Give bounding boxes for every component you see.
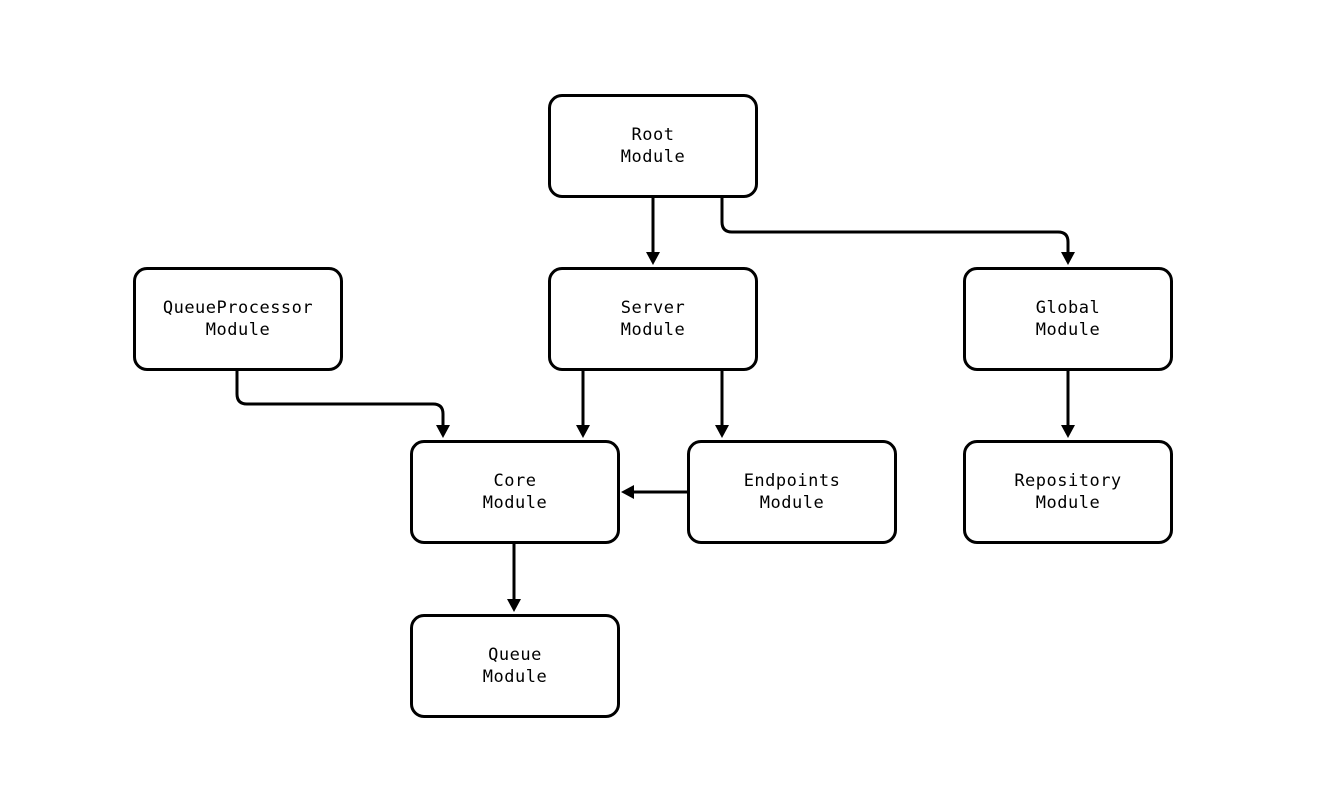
node-label-secondary: Module <box>620 320 686 340</box>
arrowhead-icon <box>507 599 521 612</box>
node-label-primary: Global <box>1035 298 1101 318</box>
node-label-primary: Endpoints <box>743 471 841 491</box>
node-label-secondary: Module <box>1035 320 1101 340</box>
node-label-secondary: Module <box>759 493 825 513</box>
node-label-primary: Root <box>631 125 675 145</box>
arrowhead-icon <box>436 425 450 438</box>
node-label-secondary: Module <box>620 147 686 167</box>
arrowhead-icon <box>1061 252 1075 265</box>
arrowhead-icon <box>1061 425 1075 438</box>
node-label-secondary: Module <box>1035 493 1101 513</box>
edge-root-to-global <box>720 198 1075 265</box>
edge-global-to-repository <box>1061 371 1075 438</box>
edge-endpoints-to-core <box>621 485 687 499</box>
node-label-primary: QueueProcessor <box>162 298 314 318</box>
edge-core-to-queue <box>507 544 521 612</box>
node-label-secondary: Module <box>482 493 548 513</box>
node-label-primary: Queue <box>488 645 542 665</box>
node-label-primary: Server <box>620 298 686 318</box>
node-label-secondary: Module <box>205 320 271 340</box>
edge-line <box>720 198 1070 256</box>
arrowhead-icon <box>646 252 660 265</box>
arrowhead-icon <box>715 425 729 438</box>
arrowhead-icon <box>621 485 634 499</box>
edge-server-to-core <box>576 371 590 438</box>
node-label-primary: Repository <box>1014 471 1122 491</box>
arrowhead-icon <box>576 425 590 438</box>
node-label-primary: Core <box>493 471 537 491</box>
edge-queueprocessor-to-core <box>235 371 450 438</box>
edge-line <box>235 371 445 429</box>
node-label-secondary: Module <box>482 667 548 687</box>
edge-server-to-endpoints <box>715 371 729 438</box>
edge-root-to-server <box>646 198 660 265</box>
